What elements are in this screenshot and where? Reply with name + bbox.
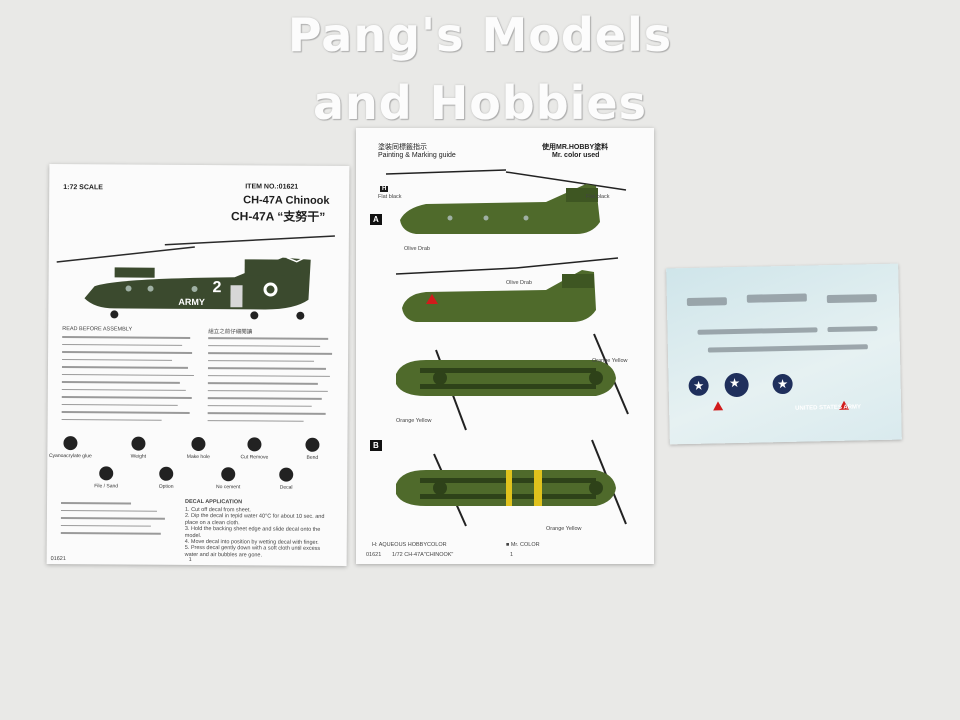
decal-heading: DECAL APPLICATION	[185, 498, 243, 506]
icon-label: Bend	[306, 454, 319, 461]
decal-step: 2. Dip the decal in tepid water 40°C for…	[184, 513, 325, 527]
color-label-black-2: Flat black	[586, 194, 610, 200]
watermark-line-2: and Hobbies	[312, 76, 648, 130]
decal-stripe	[827, 326, 878, 333]
footer-code: 01621	[366, 552, 382, 558]
color-label-black: Flat black	[378, 194, 402, 200]
notes-english-text	[61, 336, 195, 427]
chinook-side-illustration	[56, 235, 335, 320]
color-label-olive: Olive Drab	[404, 246, 430, 252]
color-label-orange-3: Orange Yellow	[546, 526, 582, 532]
watermark-line-1: Pang's Models	[287, 8, 673, 62]
no-cement-icon	[221, 467, 236, 482]
icon-label: Make hole	[186, 453, 210, 461]
painting-guide-sheet: 塗裝同標籤指示 Painting & Marking guide 使用MR.HO…	[356, 128, 654, 564]
decal-mark	[826, 294, 877, 304]
scheme-b-label: B	[370, 440, 382, 451]
decal-stripe	[697, 327, 818, 335]
scheme-a-label: A	[370, 214, 382, 225]
decal-sheet: UNITED STATES ARMY	[666, 263, 902, 445]
footer-title: 1/72 CH-47A"CHINOOK"	[392, 552, 454, 558]
color-label-olive-2: Olive Drab	[506, 280, 532, 286]
color-label-orange-2: Orange Yellow	[396, 418, 432, 424]
make-hole-icon	[191, 436, 206, 452]
star-roundel-icon	[688, 375, 709, 397]
decal-mark	[686, 297, 727, 307]
decal-mark	[746, 293, 807, 303]
option-icon	[159, 466, 174, 481]
icon-label: Option	[158, 483, 174, 490]
heli-marking: ARMY	[178, 296, 205, 308]
paint-brand-cn: 使用MR.HOBBY塗料	[542, 144, 609, 151]
color-label-orange: Orange Yellow	[592, 358, 628, 364]
footer-page-number: 1	[188, 556, 192, 563]
heli-number: 2	[212, 279, 222, 297]
color-code-box: H	[380, 186, 389, 192]
decal-step: 3. Hold the backing sheet edge and slide…	[184, 526, 321, 539]
weight-icon	[131, 436, 146, 451]
instruction-sheet: 1:72 SCALE ITEM NO.:01621 CH-47A Chinook…	[46, 163, 350, 567]
decal-icon	[279, 467, 294, 482]
icon-label: Weight	[130, 453, 147, 460]
star-roundel-icon	[772, 373, 793, 395]
paint-brand-en: Mr. color used	[552, 152, 600, 159]
notes-chinese-text	[207, 337, 335, 428]
legend-aqueous: H: AQUEOUS HOBBYCOLOR	[372, 542, 447, 548]
scale-label: 1:72 SCALE	[63, 184, 103, 192]
decal-step: 5. Press decal gently down with a soft c…	[184, 545, 321, 559]
decal-stripe	[707, 344, 868, 353]
decal-instructions-cn	[60, 502, 171, 540]
footer-page: 1	[510, 552, 514, 558]
guide-heading-en: Painting & Marking guide	[378, 152, 456, 159]
icon-label: File / Sand	[94, 483, 119, 490]
decal-steps: 1. Cut off decal from sheet. 2. Dip the …	[185, 507, 335, 559]
glue-icon	[63, 436, 78, 451]
model-title-cn: CH-47A “支努干”	[230, 209, 326, 224]
icon-label: Cyanoacrylate glue	[48, 452, 92, 460]
cut-remove-icon	[247, 437, 262, 452]
icon-label: Cut Remove	[240, 454, 269, 461]
icon-label: No cement	[216, 484, 241, 491]
icon-label: Decal	[279, 484, 293, 491]
guide-heading-cn: 塗裝同標籤指示	[378, 144, 427, 151]
star-roundel-icon	[724, 372, 749, 398]
notes-heading-cn: 組立之前仔細閱讀	[208, 329, 253, 336]
chinook-paint-profiles	[385, 169, 629, 527]
model-title: CH-47A Chinook	[243, 194, 330, 207]
decal-army-text: UNITED STATES ARMY	[795, 404, 862, 412]
red-triangle-icon	[712, 401, 724, 411]
item-number: ITEM NO.:01621	[245, 183, 299, 191]
legend-mr-color: ■ Mr. COLOR	[506, 542, 540, 548]
bend-icon	[305, 437, 320, 452]
notes-heading: READ BEFORE ASSEMBLY	[62, 326, 133, 333]
file-sand-icon	[99, 466, 114, 481]
footer-item-number: 01621	[50, 555, 66, 563]
